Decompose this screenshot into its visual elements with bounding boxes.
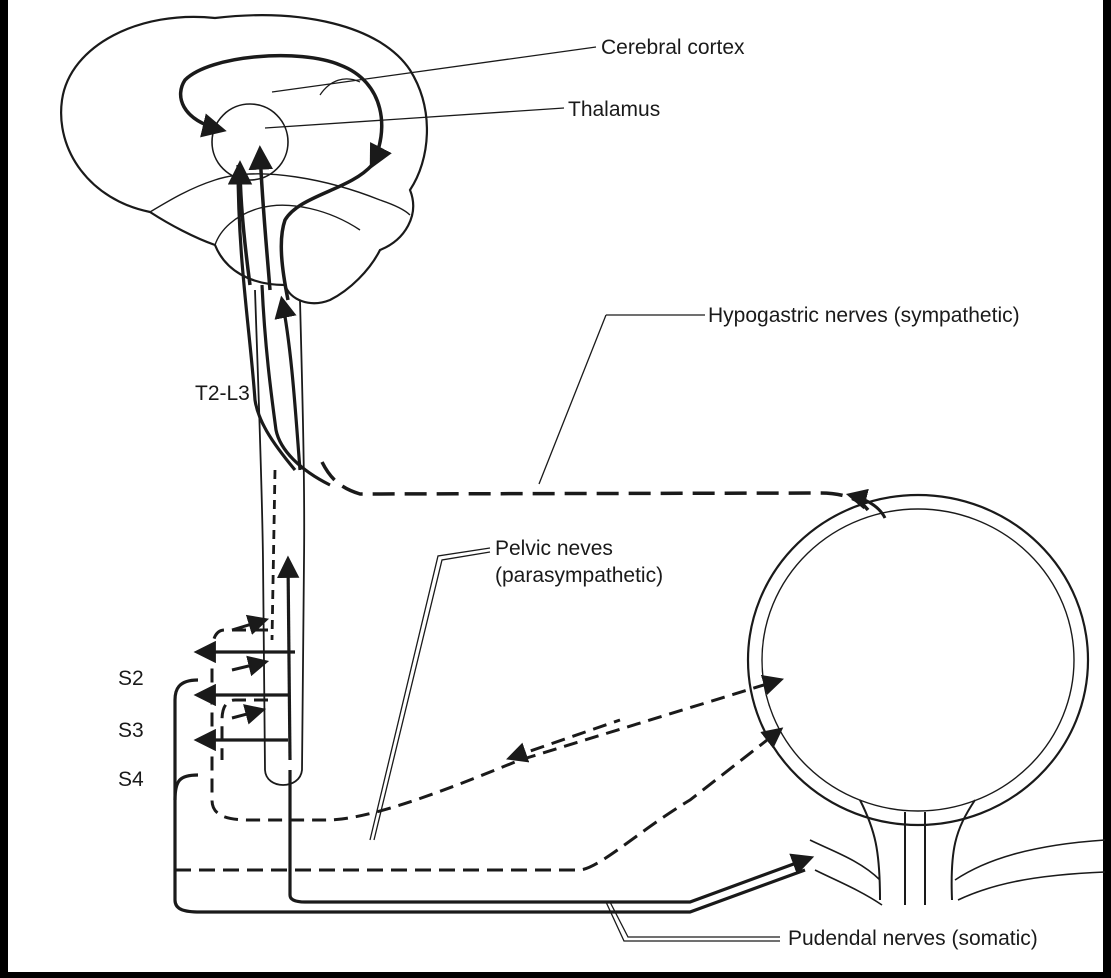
pelvic-afferent-dashed — [510, 720, 620, 758]
descending-tract-2 — [262, 285, 330, 485]
label-hypogastric: Hypogastric nerves (sympathetic) — [708, 304, 1020, 327]
descending-dashed-cord — [272, 470, 275, 640]
label-pudendal: Pudendal nerves (somatic) — [788, 927, 1038, 950]
pelvic-efferent-dashed — [212, 630, 780, 820]
leader-thalamus — [265, 108, 564, 128]
cortex-loop-path — [181, 56, 382, 165]
pudendal-nerve-outer — [175, 680, 805, 912]
leader-hypogastric — [539, 315, 606, 484]
label-cerebral-cortex: Cerebral cortex — [601, 36, 745, 59]
spinal-cord — [255, 290, 304, 785]
label-thalamus: Thalamus — [568, 98, 660, 121]
label-s4: S4 — [118, 768, 144, 791]
ascending-tract-upper — [282, 300, 300, 470]
thalamus-outline — [212, 104, 288, 180]
label-s2: S2 — [118, 667, 144, 690]
ascending-tract-cord — [288, 560, 290, 760]
pudendal-link — [175, 775, 198, 800]
hypogastric-nerve-path — [322, 462, 868, 510]
sacral-input-1 — [232, 662, 265, 670]
bladder — [748, 495, 1088, 905]
leader-pudendal — [606, 902, 780, 941]
label-s3: S3 — [118, 719, 144, 742]
label-t2-l3: T2-L3 — [195, 382, 250, 405]
pelvic-long-dashed — [175, 730, 780, 870]
leader-cerebral-cortex — [272, 47, 596, 92]
label-pelvic-line2: (parasympathetic) — [495, 564, 663, 587]
label-pelvic-line1: Pelvic neves — [495, 537, 613, 560]
pudendal-nerve-inner — [290, 770, 810, 902]
ascending-pathway-to-thalamus-2 — [260, 150, 270, 290]
pelvic-floor — [810, 840, 1105, 905]
sacral-input-2 — [232, 710, 262, 718]
